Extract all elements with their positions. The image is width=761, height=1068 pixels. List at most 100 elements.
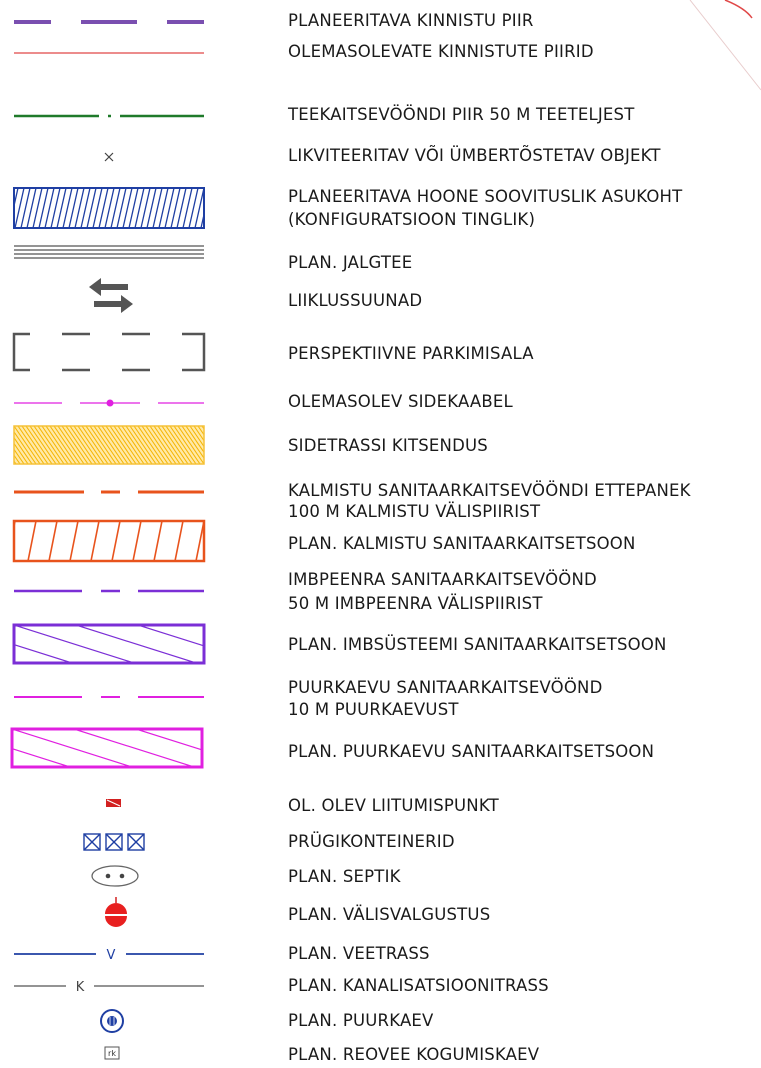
hatch-line <box>53 426 81 464</box>
label-hoone-asukoht-line1: PLANEERITAVA HOONE SOOVITUSLIK ASUKOHT <box>288 187 683 206</box>
label-kalmistu-vooond: KALMISTU SANITAARKAITSEVÖÖNDI ETTEPANEK … <box>288 480 691 522</box>
hatch-line <box>97 426 125 464</box>
hatch-line <box>225 188 234 228</box>
hatch-line <box>110 188 121 228</box>
hatch-line <box>14 188 19 209</box>
hatch-line <box>219 188 228 228</box>
hatch-line <box>117 426 145 464</box>
dashed-rect-icon <box>12 332 206 372</box>
pink-hatched-rect-icon <box>0 727 204 769</box>
hatch-line <box>173 426 201 464</box>
hatch-line <box>188 188 199 228</box>
hatch-line <box>207 188 216 228</box>
hatch-line <box>32 188 43 228</box>
hatch-line <box>137 426 165 464</box>
hatch-line <box>68 188 79 228</box>
hatch-line <box>77 426 105 464</box>
hatch-line <box>135 729 202 751</box>
hatch-line <box>57 426 85 464</box>
hatch-line <box>74 188 85 228</box>
hatch-line <box>41 426 69 464</box>
hatch-line <box>37 426 65 464</box>
corner-guide-line <box>689 0 761 91</box>
hatch-line <box>193 426 204 442</box>
hatch-line <box>109 426 137 464</box>
traffic-arrows-icon <box>89 278 133 313</box>
hatch-line <box>174 521 184 561</box>
hatch-line <box>195 521 204 561</box>
label-sidekaabel: OLEMASOLEV SIDEKAABEL <box>288 392 513 411</box>
hatch-line <box>0 729 8 767</box>
hatch-line <box>92 188 103 228</box>
hatch-line <box>73 426 101 464</box>
hatch-line <box>98 188 109 228</box>
hatch-line <box>80 188 91 228</box>
violet-hatched-rect-icon <box>12 623 206 665</box>
hatch-line <box>81 426 109 464</box>
hatch-line <box>161 426 189 464</box>
septic-tank-icon <box>91 865 139 887</box>
label-veetrass: PLAN. VEETRASS <box>288 944 430 963</box>
hatch-line <box>152 188 163 228</box>
well-icon <box>100 1009 124 1033</box>
hatch-line <box>146 188 157 228</box>
hatch-line <box>69 426 97 464</box>
label-hoone-asukoht: PLANEERITAVA HOONE SOOVITUSLIK ASUKOHT (… <box>288 186 682 230</box>
hatch-line <box>44 188 55 228</box>
hatch-line <box>125 426 153 464</box>
hatch-line <box>116 188 127 228</box>
hatch-line <box>75 625 197 663</box>
hatch-line <box>14 426 41 464</box>
hatch-line <box>69 521 79 561</box>
hatch-line <box>3 188 12 228</box>
label-puurkaevu-vooond: PUURKAEVU SANITAARKAITSEVÖÖND 10 M PUURK… <box>288 677 602 720</box>
blue-hatched-rect-icon <box>3 187 240 229</box>
hatch-line <box>0 426 4 464</box>
hatch-line <box>206 426 232 464</box>
hatch-line <box>201 426 204 430</box>
hatch-line <box>140 188 151 228</box>
sewer-line-letter: K <box>76 980 85 995</box>
hatch-line <box>170 188 181 228</box>
connection-point-icon <box>106 799 121 807</box>
label-valisvalgustus: PLAN. VÄLISVALGUSTUS <box>288 905 491 924</box>
hatch-line <box>153 521 163 561</box>
hatch-line <box>197 426 204 436</box>
label-kalmistu-vooond-line2: 100 M KALMISTU VÄLISPIIRIST <box>288 502 541 521</box>
hatch-line <box>0 426 12 464</box>
label-liitumispunkt: OL. OLEV LIITUMISPUNKT <box>288 796 499 815</box>
hatch-line <box>210 426 236 464</box>
hatch-line <box>14 448 25 464</box>
label-imbpeenra-vooond-line1: IMBPEENRA SANITAARKAITSEVÖÖND <box>288 570 597 589</box>
hatch-line <box>45 426 73 464</box>
waste-container-icon <box>83 833 145 851</box>
hatch-line <box>213 188 222 228</box>
hatch-line <box>200 211 204 228</box>
hatch-line <box>149 426 177 464</box>
hatch-line <box>177 426 204 464</box>
hatch-line <box>145 426 173 464</box>
collection-well-icon: rk <box>104 1046 120 1060</box>
hatch-line <box>132 521 142 561</box>
hatch-line <box>105 426 133 464</box>
sewer-line-icon: K <box>14 980 204 995</box>
hatch-line <box>113 426 141 464</box>
hatch-line <box>104 188 115 228</box>
hatch-line <box>182 188 193 228</box>
hatch-line <box>153 426 181 464</box>
hatch-line <box>12 729 133 767</box>
yellow-hatched-rect-icon <box>0 425 248 465</box>
hatch-line <box>176 188 187 228</box>
hatch-line <box>12 748 71 767</box>
hatch-line <box>61 426 89 464</box>
label-jalgtee: PLAN. JALGTEE <box>288 253 413 272</box>
water-line-icon: V <box>14 948 204 963</box>
hatch-line <box>222 426 248 464</box>
street-light-icon <box>104 897 128 927</box>
hatch-line <box>50 188 61 228</box>
label-imbpeenra-vooond-line2: 50 M IMBPEENRA VÄLISPIIRIST <box>288 594 543 613</box>
hatch-line <box>17 426 45 464</box>
label-likviteeritav-objekt: LIKVITEERITAV VÕI ÜMBERTÕSTETAV OBJEKT <box>288 146 661 165</box>
hatch-line <box>231 188 240 228</box>
